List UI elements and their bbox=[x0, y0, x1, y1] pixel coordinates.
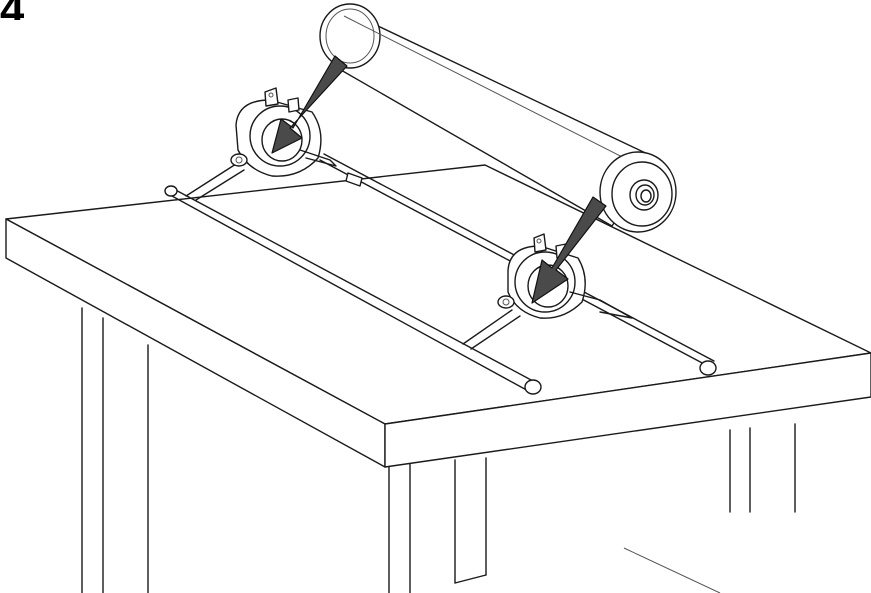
tabletop-right-edge bbox=[384, 352, 871, 468]
table-leg-front-left bbox=[81, 307, 149, 593]
scan-artifact-line bbox=[623, 547, 721, 593]
front-rod bbox=[164, 185, 717, 395]
roller-cylinder bbox=[319, 3, 677, 233]
table-leg-front-center bbox=[388, 457, 487, 593]
arrow-down-left-icon bbox=[271, 55, 348, 154]
arrow-down-left-icon bbox=[531, 196, 607, 304]
tabletop bbox=[5, 164, 871, 468]
table-leg-back-right bbox=[729, 423, 796, 513]
table-legs bbox=[81, 307, 796, 593]
step-number-label: 4 bbox=[0, 0, 24, 20]
